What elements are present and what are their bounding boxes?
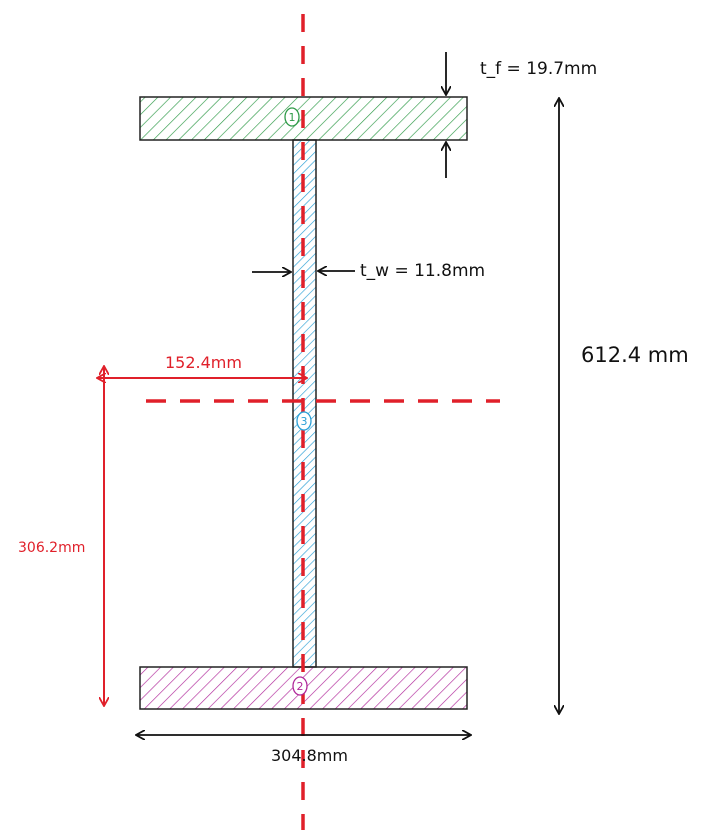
- flange-thickness-label: t_f = 19.7mm: [480, 59, 597, 79]
- marker-web: 3: [296, 411, 312, 431]
- web-thickness-label: t_w = 11.8mm: [360, 261, 485, 281]
- half-height-label: 306.2mm: [18, 540, 85, 556]
- svg-text:1: 1: [289, 111, 296, 124]
- svg-text:3: 3: [301, 415, 308, 428]
- marker-top-flange: 1: [284, 107, 300, 127]
- half-width-label: 152.4mm: [165, 353, 242, 372]
- total-height-label: 612.4 mm: [581, 343, 689, 367]
- marker-bottom-flange: 2: [292, 676, 308, 696]
- flange-width-label: 304.8mm: [271, 746, 348, 765]
- svg-text:2: 2: [297, 680, 304, 693]
